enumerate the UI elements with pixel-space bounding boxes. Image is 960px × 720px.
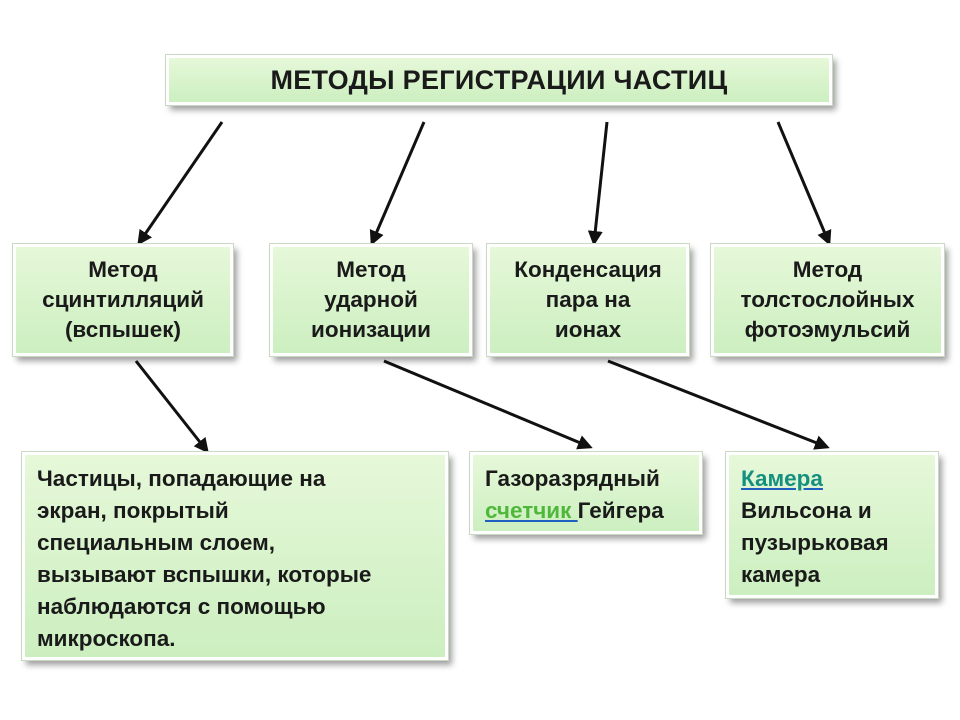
scintillation-description-line-1: Частицы, попадающие на — [37, 466, 326, 491]
scintillation-description-line-3: специальным слоем, — [37, 530, 275, 555]
method-photoemulsion-box: Метод толстослойных фотоэмульсий — [710, 243, 945, 357]
method-photoemulsion-line-1: Метод — [792, 257, 863, 282]
geiger-counter-line-2: счетчик Гейгера — [485, 495, 687, 527]
wilson-chamber-line-4: камера — [741, 562, 821, 587]
method-photoemulsion-line-2: толстослойных — [740, 287, 915, 312]
method-condensation-line-3: ионах — [554, 317, 622, 342]
method-scintillation-box: Метод сцинтилляций (вспышек) — [12, 243, 234, 357]
arrow-title-to-condensation — [587, 121, 609, 246]
scintillation-description-line-6: микроскопа. — [37, 626, 176, 651]
geiger-counter-link[interactable]: счетчик — [485, 498, 578, 523]
method-ionization-box: Метод ударной ионизации — [269, 243, 473, 357]
method-ionization-line-1: Метод — [336, 257, 406, 282]
method-scintillation-line-3: (вспышек) — [64, 317, 182, 342]
method-condensation-box: Конденсация пара на ионах — [486, 243, 690, 357]
method-scintillation-line-2: сцинтилляций — [42, 287, 204, 312]
diagram-title-text: МЕТОДЫ РЕГИСТРАЦИИ ЧАСТИЦ — [270, 64, 728, 95]
method-scintillation-line-1: Метод — [88, 257, 158, 282]
arrow-title-to-ionization — [369, 121, 426, 246]
wilson-chamber-box: Камера Вильсона и пузырьковая камера — [725, 451, 939, 599]
arrow-ionization-to-geiger — [383, 359, 593, 450]
diagram-title: МЕТОДЫ РЕГИСТРАЦИИ ЧАСТИЦ — [165, 54, 833, 106]
scintillation-description-box: Частицы, попадающие на экран, покрытый с… — [21, 451, 449, 661]
arrow-title-to-photoemulsion — [776, 121, 832, 246]
geiger-counter-box: Газоразрядный счетчик Гейгера — [469, 451, 703, 535]
method-condensation-line-2: пара на — [545, 287, 631, 312]
method-ionization-line-3: ионизации — [311, 317, 431, 342]
wilson-chamber-link[interactable]: Камера — [741, 466, 823, 491]
arrow-scintillation-to-detail — [134, 360, 209, 454]
scintillation-description-line-4: вызывают вспышки, которые — [37, 562, 372, 587]
wilson-chamber-line-1: Камера — [741, 463, 923, 495]
method-ionization-line-2: ударной — [324, 287, 418, 312]
wilson-chamber-line-3: пузырьковая — [741, 530, 889, 555]
wilson-chamber-line-2: Вильсона и — [741, 498, 872, 523]
geiger-counter-line-1: Газоразрядный — [485, 466, 660, 491]
arrow-condensation-to-wilson — [607, 359, 830, 450]
scintillation-description-line-2: экран, покрытый — [37, 498, 229, 523]
arrow-title-to-scintillation — [137, 121, 224, 246]
geiger-counter-rest: Гейгера — [577, 498, 664, 523]
scintillation-description-line-5: наблюдаются с помощью — [37, 594, 326, 619]
method-condensation-line-1: Конденсация — [514, 257, 662, 282]
method-photoemulsion-line-3: фотоэмульсий — [744, 317, 911, 342]
